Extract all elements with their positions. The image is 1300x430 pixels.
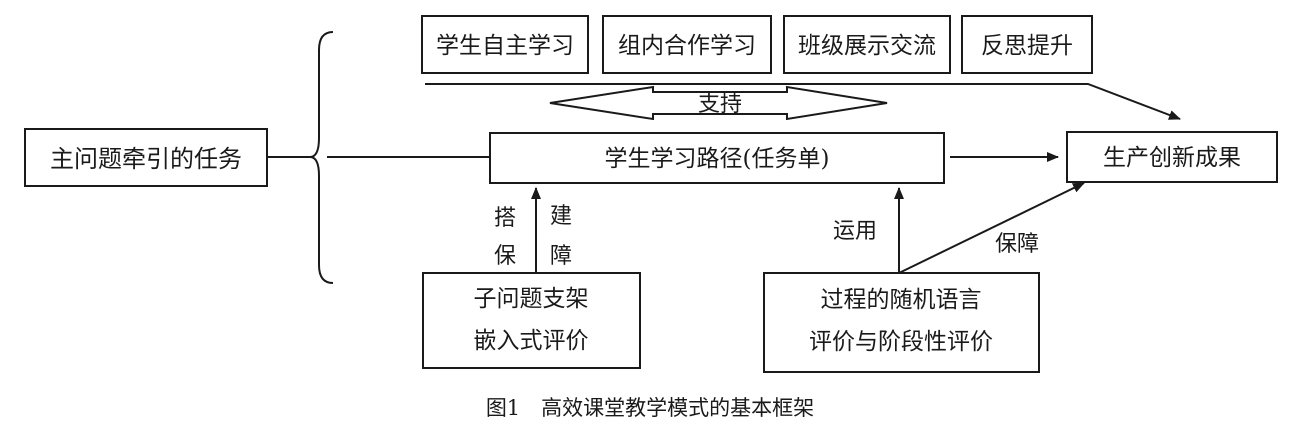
- activity-node-4: 反思提升: [961, 15, 1093, 74]
- activity-node-1: 学生自主学习: [421, 15, 589, 74]
- scaffold-line-2: 嵌入式评价: [474, 328, 589, 354]
- activities-to-outcome-arrow: [425, 83, 1181, 120]
- scaffold-left-label-1: 搭: [494, 206, 516, 231]
- scaffold-right-label-2: 障: [550, 244, 572, 269]
- figure-caption: 图1 高效课堂教学模式的基本框架: [486, 396, 814, 420]
- evaluation-to-outcome-arrow: [898, 182, 1085, 274]
- evaluation-up-label: 运用: [833, 219, 877, 244]
- activity-node-3: 班级展示交流: [783, 15, 951, 74]
- evaluation-line-2: 评价与阶段性评价: [809, 329, 993, 355]
- curly-brace: [309, 31, 334, 284]
- activity-node-2: 组内合作学习: [602, 15, 772, 74]
- scaffold-node: 子问题支架 嵌入式评价: [422, 272, 641, 369]
- evaluation-line-1: 过程的随机语言: [821, 287, 982, 313]
- support-arrow: 支持: [549, 85, 888, 121]
- activity-label-4: 反思提升: [981, 33, 1073, 59]
- outcome-label: 生产创新成果: [1103, 145, 1241, 171]
- support-label: 支持: [698, 92, 742, 117]
- main-task-label: 主问题牵引的任务: [50, 145, 242, 173]
- scaffold-right-label-1: 建: [550, 204, 572, 229]
- outcome-node: 生产创新成果: [1066, 131, 1278, 183]
- evaluation-diag-label: 保障: [995, 232, 1039, 257]
- scaffold-left-label-2: 保: [494, 244, 516, 269]
- learning-path-label: 学生学习路径(任务单): [605, 146, 830, 172]
- main-task-node: 主问题牵引的任务: [24, 128, 268, 187]
- scaffold-line-1: 子问题支架: [474, 286, 589, 312]
- activity-label-2: 组内合作学习: [618, 33, 756, 59]
- activity-label-3: 班级展示交流: [798, 33, 936, 59]
- activity-label-1: 学生自主学习: [436, 33, 574, 59]
- evaluation-node: 过程的随机语言 评价与阶段性评价: [763, 272, 1040, 373]
- learning-path-node: 学生学习路径(任务单): [489, 132, 945, 184]
